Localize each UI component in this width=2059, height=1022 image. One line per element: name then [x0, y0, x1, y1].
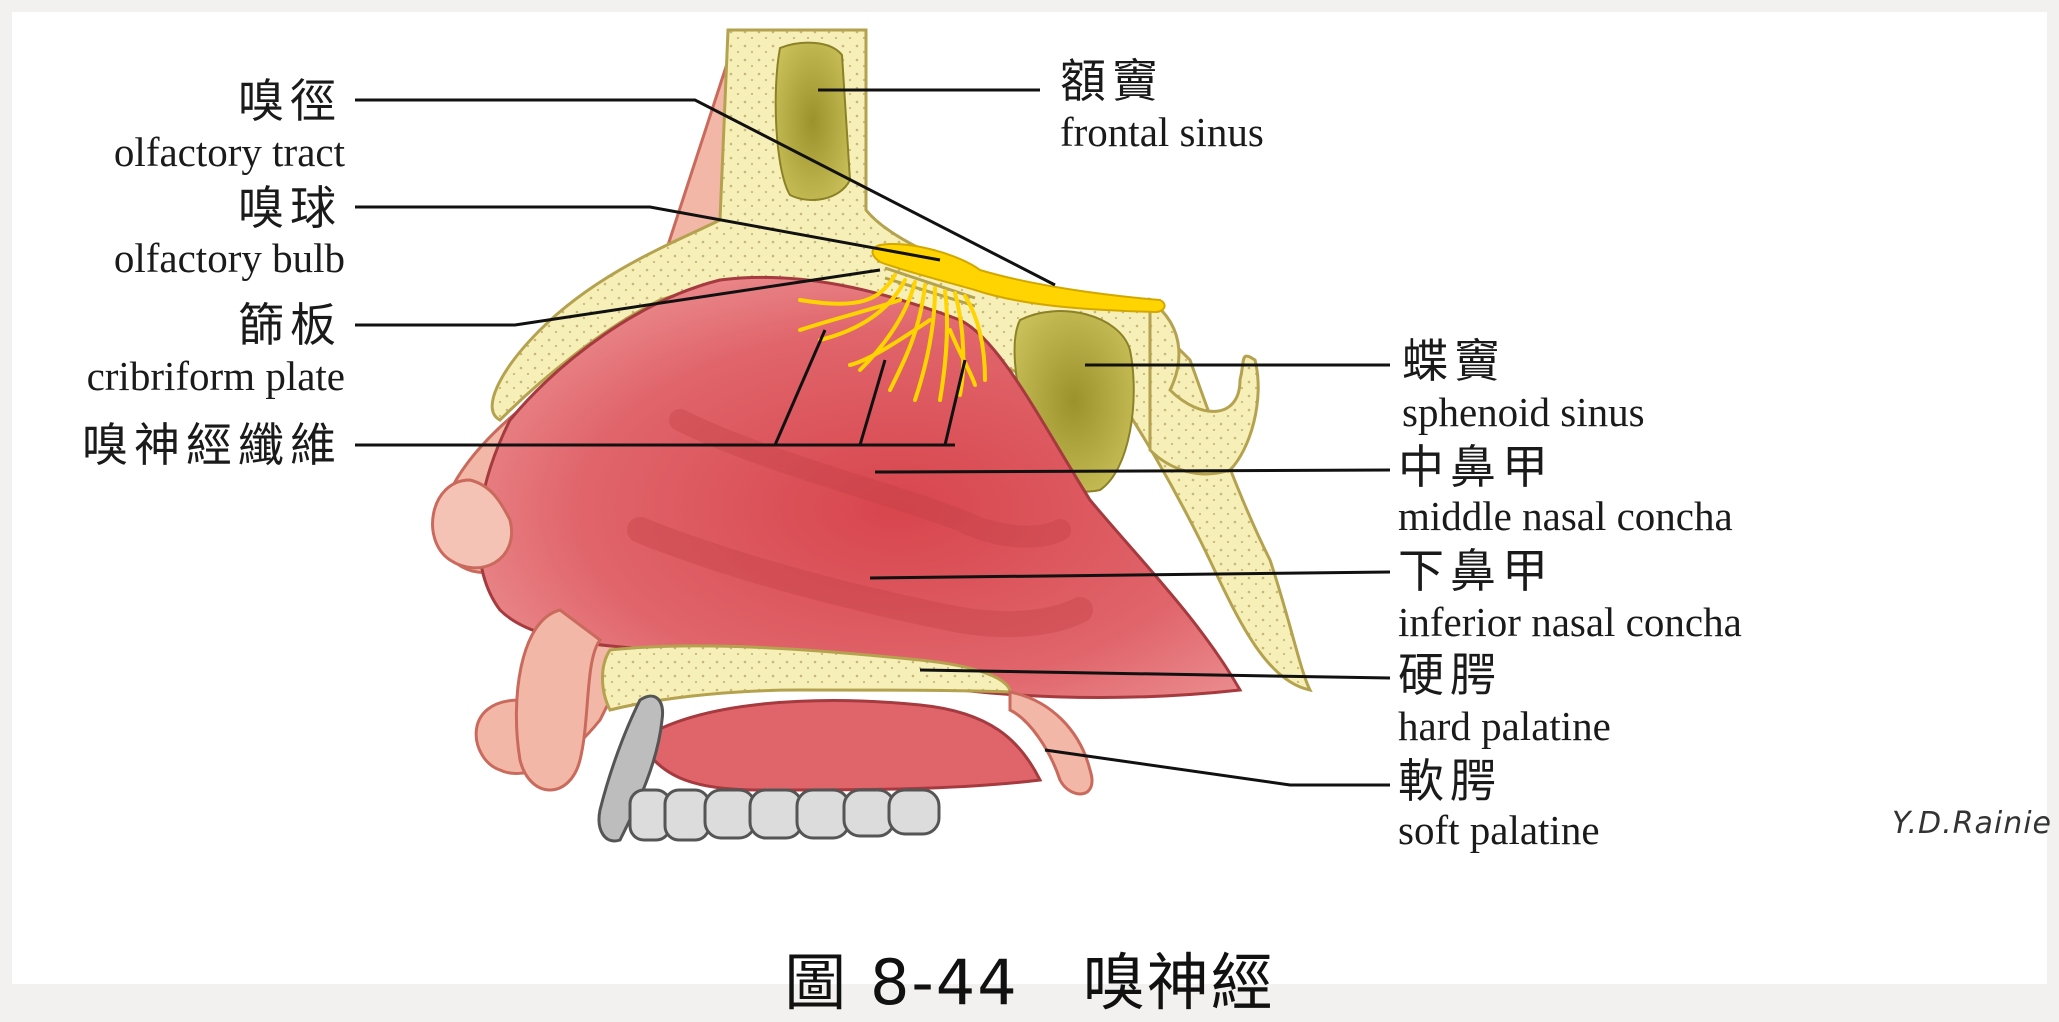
label-olfactory-bulb-zh: 嗅球 — [120, 185, 342, 231]
sphenoid-bone-process — [1150, 300, 1258, 474]
leader-soft-palatine — [1045, 750, 1390, 785]
label-frontal-sinus-en: frontal sinus — [1060, 112, 1264, 153]
figure-caption: 圖 8-44 嗅神經 — [0, 932, 2059, 1022]
label-hard-palatine-zh: 硬腭 — [1398, 652, 1502, 698]
label-hard-palatine-en: hard palatine — [1398, 706, 1611, 747]
label-inferior-concha-en: inferior nasal concha — [1398, 602, 1742, 643]
frontal-sinus-cavity — [776, 43, 850, 200]
label-sphenoid-sinus-zh: 蝶竇 — [1402, 338, 1506, 384]
label-soft-palatine-zh: 軟腭 — [1398, 758, 1502, 804]
label-olfactory-nerve-fibers-zh: 嗅神經纖維 — [20, 422, 342, 468]
teeth-row — [630, 790, 939, 840]
upper-lip — [516, 610, 600, 790]
label-middle-concha-zh: 中鼻甲 — [1398, 444, 1554, 490]
leader-middle-concha — [875, 470, 1390, 472]
label-olfactory-tract-en: olfactory tract — [20, 132, 345, 173]
label-cribriform-plate-en: cribriform plate — [10, 356, 345, 397]
artist-signature: Y.D.Rainie — [1892, 806, 2052, 841]
label-frontal-sinus-zh: 額竇 — [1060, 58, 1164, 104]
label-sphenoid-sinus-en: sphenoid sinus — [1402, 392, 1645, 433]
label-cribriform-plate-zh: 篩板 — [120, 302, 342, 348]
label-middle-concha-en: middle nasal concha — [1398, 496, 1733, 537]
label-olfactory-bulb-en: olfactory bulb — [20, 238, 345, 279]
label-inferior-concha-zh: 下鼻甲 — [1398, 548, 1554, 594]
oral-cavity — [640, 701, 1040, 790]
label-olfactory-tract-zh: 嗅徑 — [120, 78, 342, 124]
label-soft-palatine-en: soft palatine — [1398, 810, 1600, 851]
